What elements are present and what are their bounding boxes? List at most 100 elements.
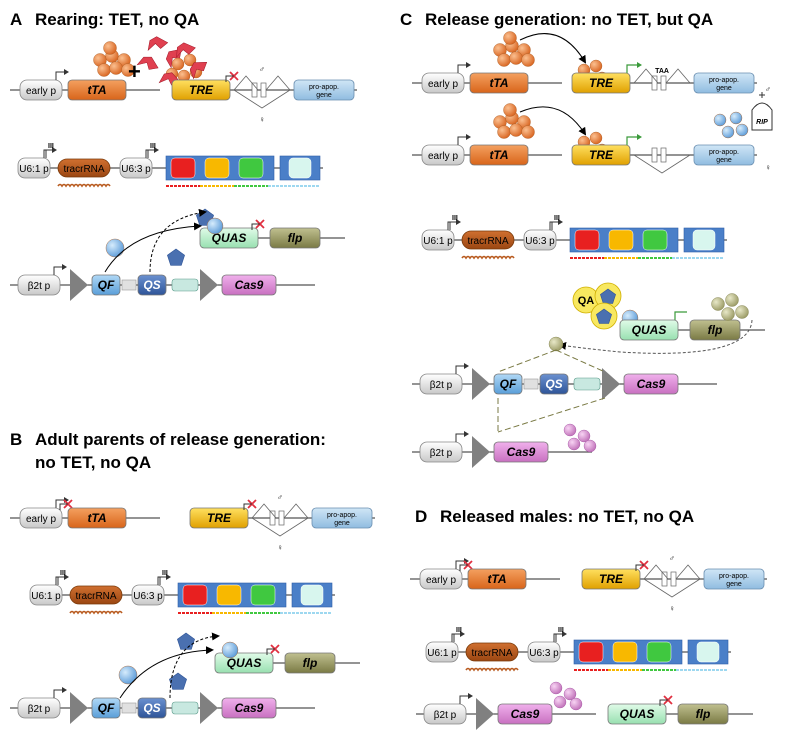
promoter-arrow-head bbox=[466, 62, 471, 68]
qs-protein-icon bbox=[169, 672, 187, 690]
grna-spacer-box bbox=[300, 584, 324, 606]
early-promoter-label: early p bbox=[428, 79, 458, 90]
u61-promoter-label: U6:1 p bbox=[427, 648, 457, 659]
pro-apoptotic-gene-box bbox=[311, 507, 373, 529]
terminator-label: III bbox=[162, 570, 168, 577]
tre-element-label: TRE bbox=[599, 572, 624, 586]
u63-promoter bbox=[527, 641, 561, 663]
male-splice-arc bbox=[265, 75, 291, 91]
early-promoter-label: early p bbox=[426, 575, 456, 586]
tta-gene bbox=[67, 79, 127, 101]
promoter-arrow-head bbox=[466, 134, 471, 140]
promoter-arrow-icon bbox=[243, 503, 252, 510]
pro-apoptotic-gene-box bbox=[693, 72, 755, 94]
tracrrna-transcript-wave bbox=[465, 667, 519, 672]
tetracycline-icon bbox=[189, 61, 208, 80]
tre-element-label: TRE bbox=[189, 83, 214, 97]
pro-apop-label: pro-apop. bbox=[709, 77, 739, 84]
male-splice-arc bbox=[643, 564, 669, 580]
promoter-arrow-head bbox=[456, 219, 461, 225]
terminator-cassette-box bbox=[171, 701, 199, 715]
terminator-icon bbox=[147, 149, 156, 158]
b2t-promoter-label: β2t p bbox=[28, 704, 51, 715]
grna-spacer-box bbox=[574, 229, 600, 251]
male-symbol: ♂ bbox=[669, 554, 675, 563]
b2t-promoter-label: β2t p bbox=[28, 281, 51, 292]
promoter-arrow-head bbox=[62, 687, 67, 693]
qs-gene bbox=[539, 373, 569, 395]
qf-gene-label: QF bbox=[500, 377, 517, 391]
terminator-icon bbox=[555, 633, 564, 642]
panel-a-title: Rearing: TET, no QA bbox=[35, 10, 199, 29]
u63-promoter bbox=[119, 157, 153, 179]
pro-apop-label: pro-apop. bbox=[327, 512, 357, 519]
u63-promoter-label: U6:3 p bbox=[525, 236, 555, 247]
b2t-promoter bbox=[419, 441, 463, 463]
terminator-icon bbox=[449, 221, 458, 230]
grna-spacer-box bbox=[608, 229, 634, 251]
flp-protein-icon bbox=[735, 305, 749, 319]
grna-spacer-box bbox=[578, 641, 604, 663]
terminator-icon bbox=[159, 576, 168, 585]
panel-b-letter: B bbox=[10, 430, 22, 449]
qs-protein-icon bbox=[177, 632, 195, 650]
u61-promoter-label: U6:1 p bbox=[31, 591, 61, 602]
tta-gene-label: tTA bbox=[487, 572, 506, 586]
tracrrna-box bbox=[69, 585, 123, 605]
qf-gene bbox=[91, 697, 121, 719]
cas9-protein-icon bbox=[563, 687, 577, 701]
pro-apoptotic-gene-box bbox=[293, 79, 355, 101]
frt-site-triangle bbox=[602, 368, 620, 400]
tta-protein-icon bbox=[121, 63, 135, 77]
cas9-gene-label: Cas9 bbox=[235, 701, 264, 715]
terminator-label: III bbox=[456, 627, 462, 634]
flp-gene-label: flp bbox=[303, 656, 318, 670]
promoter-arrow-head bbox=[562, 631, 567, 637]
cas9-gene-label: Cas9 bbox=[511, 707, 540, 721]
quas-element-label: QUAS bbox=[620, 707, 655, 721]
promoter-arrow-icon bbox=[266, 648, 275, 655]
tetracycline-icon bbox=[147, 36, 169, 52]
qs-gene bbox=[137, 274, 167, 296]
quas-element-label: QUAS bbox=[632, 323, 667, 337]
tta-gene bbox=[469, 72, 529, 94]
promoter-arrow-icon bbox=[659, 699, 668, 706]
exon-box bbox=[651, 147, 658, 163]
qf-gene-label: QF bbox=[98, 278, 115, 292]
u63-promoter-label: U6:3 p bbox=[121, 164, 151, 175]
panel-a-letter: A bbox=[10, 10, 22, 29]
promoter-arrow-icon bbox=[251, 223, 260, 230]
male-splice-arc bbox=[633, 68, 659, 84]
tta-protein-icon bbox=[103, 41, 117, 55]
tracrrna-box bbox=[57, 158, 111, 178]
male-splice-arc bbox=[251, 503, 277, 519]
promoter-arrow-icon bbox=[457, 64, 468, 73]
flp-protein-icon bbox=[548, 336, 564, 352]
early-promoter bbox=[19, 79, 63, 101]
terminator-icon bbox=[45, 149, 54, 158]
tta-protein-icon bbox=[497, 125, 511, 139]
flp-recombination-line bbox=[497, 349, 606, 373]
tta-protein-icon bbox=[589, 131, 603, 145]
cas9-protein-icon bbox=[553, 695, 567, 709]
flp-gene bbox=[677, 703, 729, 725]
flp-gene-label: flp bbox=[708, 323, 723, 337]
promoter-arrow-head bbox=[558, 219, 563, 225]
pro-apoptotic-protein-icon bbox=[713, 113, 727, 127]
male-symbol: ♂ bbox=[765, 85, 771, 94]
b2t-promoter bbox=[423, 703, 467, 725]
promoter-arrow-icon bbox=[459, 695, 470, 704]
tetracycline-icon bbox=[136, 56, 159, 70]
quas-element bbox=[607, 703, 667, 725]
flp-gene bbox=[689, 319, 741, 341]
tta-gene-label: tTA bbox=[489, 148, 508, 162]
qf-activation-arrow bbox=[104, 222, 202, 273]
promoter-arrow-head bbox=[64, 69, 69, 75]
terminator-label: III bbox=[554, 215, 560, 222]
frt-site-triangle bbox=[70, 692, 88, 724]
terminator-label: III bbox=[150, 143, 156, 150]
promoter-arrow-icon bbox=[55, 71, 66, 80]
flp-gene bbox=[269, 227, 321, 249]
excision-line bbox=[497, 397, 606, 433]
early-promoter bbox=[421, 72, 465, 94]
